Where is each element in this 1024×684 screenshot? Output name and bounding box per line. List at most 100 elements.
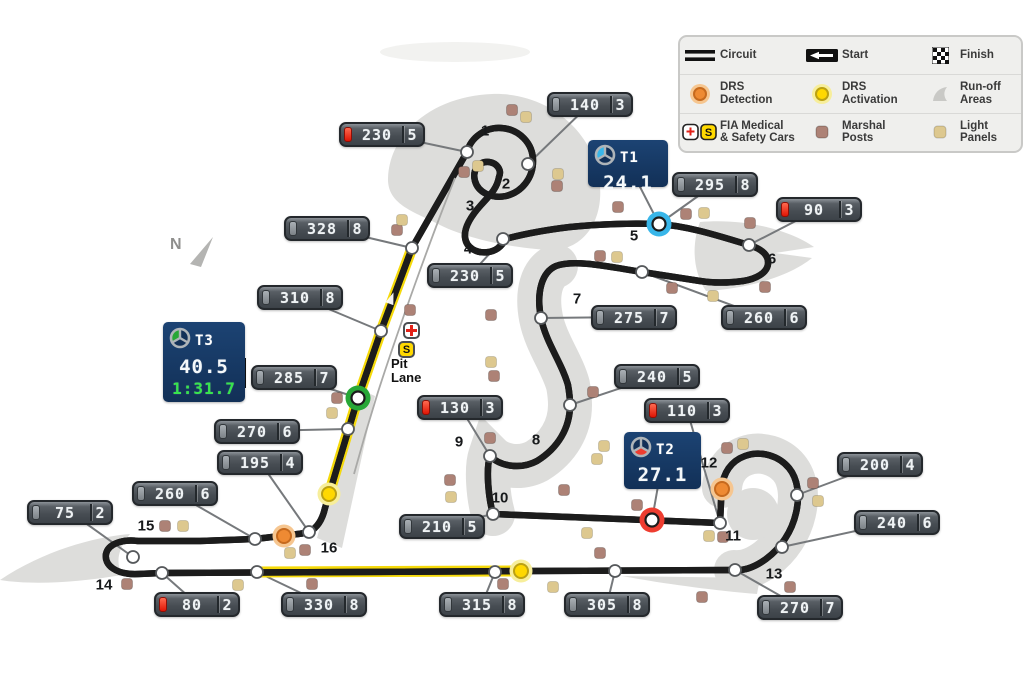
light-panel-marker	[581, 527, 593, 539]
brake-zone-indicator	[159, 597, 167, 612]
speed-value: 260	[743, 308, 775, 327]
marshal-post-marker	[391, 224, 403, 236]
measure-point	[248, 532, 262, 546]
drs-detection-icon	[680, 82, 720, 106]
safety-car-icon: S	[398, 341, 415, 358]
gear-value: 7	[319, 368, 329, 387]
steering-wheel-icon	[630, 436, 652, 458]
gear-value: 5	[467, 517, 477, 536]
gear-value: 2	[95, 503, 105, 522]
turn-number-14: 14	[95, 576, 113, 594]
gear-value: 8	[349, 595, 359, 614]
speed-value: 295	[694, 175, 726, 194]
marker-tab	[262, 290, 270, 305]
light-panel-marker	[552, 168, 564, 180]
safety-car-letter: S	[402, 343, 411, 356]
sector-box-t1: T1 24.1	[588, 140, 668, 194]
legend-item: DRS Activation	[802, 75, 920, 112]
speed-value: 110	[666, 401, 698, 420]
leader-line	[686, 409, 721, 524]
measure-points	[126, 145, 804, 580]
legend-label: Start	[842, 49, 869, 62]
sector-wheel	[168, 326, 192, 355]
sector-id: T1	[620, 149, 639, 166]
marshal-post-marker	[488, 370, 500, 382]
marker-divider	[277, 423, 279, 440]
marker-tab	[552, 97, 560, 112]
marker-divider	[402, 126, 404, 143]
sector-wheel	[593, 143, 617, 172]
sector-time: 24.1	[603, 172, 653, 194]
gear-value: 7	[825, 598, 835, 617]
marshal-post-marker	[159, 520, 171, 532]
marshal-post-marker	[717, 531, 729, 543]
legend-item: Marshal Posts	[802, 114, 920, 151]
special-points	[272, 211, 734, 583]
speed-value: 195	[239, 453, 271, 472]
speed-value: 270	[236, 422, 268, 441]
speed-value: 310	[279, 288, 311, 307]
gear-value: 5	[682, 367, 692, 386]
legend-label: FIA Medical & Safety Cars	[720, 119, 795, 145]
sector-wheel	[629, 435, 653, 464]
measure-point	[608, 564, 622, 578]
light-panel-marker	[703, 530, 715, 542]
legend-item: Run-off Areas	[920, 75, 1021, 112]
marker-tab	[286, 597, 294, 612]
sector-id: T3	[195, 332, 214, 349]
gear-value: 4	[285, 453, 295, 472]
light-panel-marker	[472, 160, 484, 172]
marshal-post-marker	[594, 547, 606, 559]
fia-medical-safety-icon: S	[680, 123, 720, 141]
marker-divider	[502, 596, 504, 613]
gear-value: 4	[905, 455, 915, 474]
marker-divider	[820, 599, 822, 616]
marshal-post-marker	[458, 166, 470, 178]
marshal-post-marker	[594, 250, 606, 262]
speed-value: 305	[586, 595, 618, 614]
marker-tab	[219, 424, 227, 439]
runoff-turn16	[317, 392, 375, 548]
runoff-turn1	[387, 93, 601, 251]
marker-divider	[654, 309, 656, 326]
light-panel-marker	[547, 581, 559, 593]
measure-point	[302, 525, 316, 539]
sector-header: T3	[168, 326, 240, 355]
steering-wheel-icon	[169, 327, 191, 349]
brake-zone-indicator	[781, 202, 789, 217]
fia-medical-icon	[403, 322, 420, 339]
pit-lane-line	[353, 177, 456, 475]
measure-point	[341, 422, 355, 436]
marshal-post-marker	[404, 304, 416, 316]
turn-number-6: 6	[767, 250, 777, 268]
brake-zone-indicator	[422, 400, 430, 415]
light-panel-marker	[591, 453, 603, 465]
measure-point	[488, 565, 502, 579]
speed-value: 270	[779, 598, 811, 617]
marker-tab	[289, 221, 297, 236]
marker-divider	[217, 596, 219, 613]
marker-divider	[900, 456, 902, 473]
sector-id: T2	[656, 441, 675, 458]
legend-label: DRS Activation	[842, 81, 898, 106]
speed-value: 240	[876, 513, 908, 532]
measure-point	[775, 540, 789, 554]
marshal-post-marker	[306, 578, 318, 590]
gear-value: 5	[407, 125, 417, 144]
light-panel-marker	[737, 438, 749, 450]
